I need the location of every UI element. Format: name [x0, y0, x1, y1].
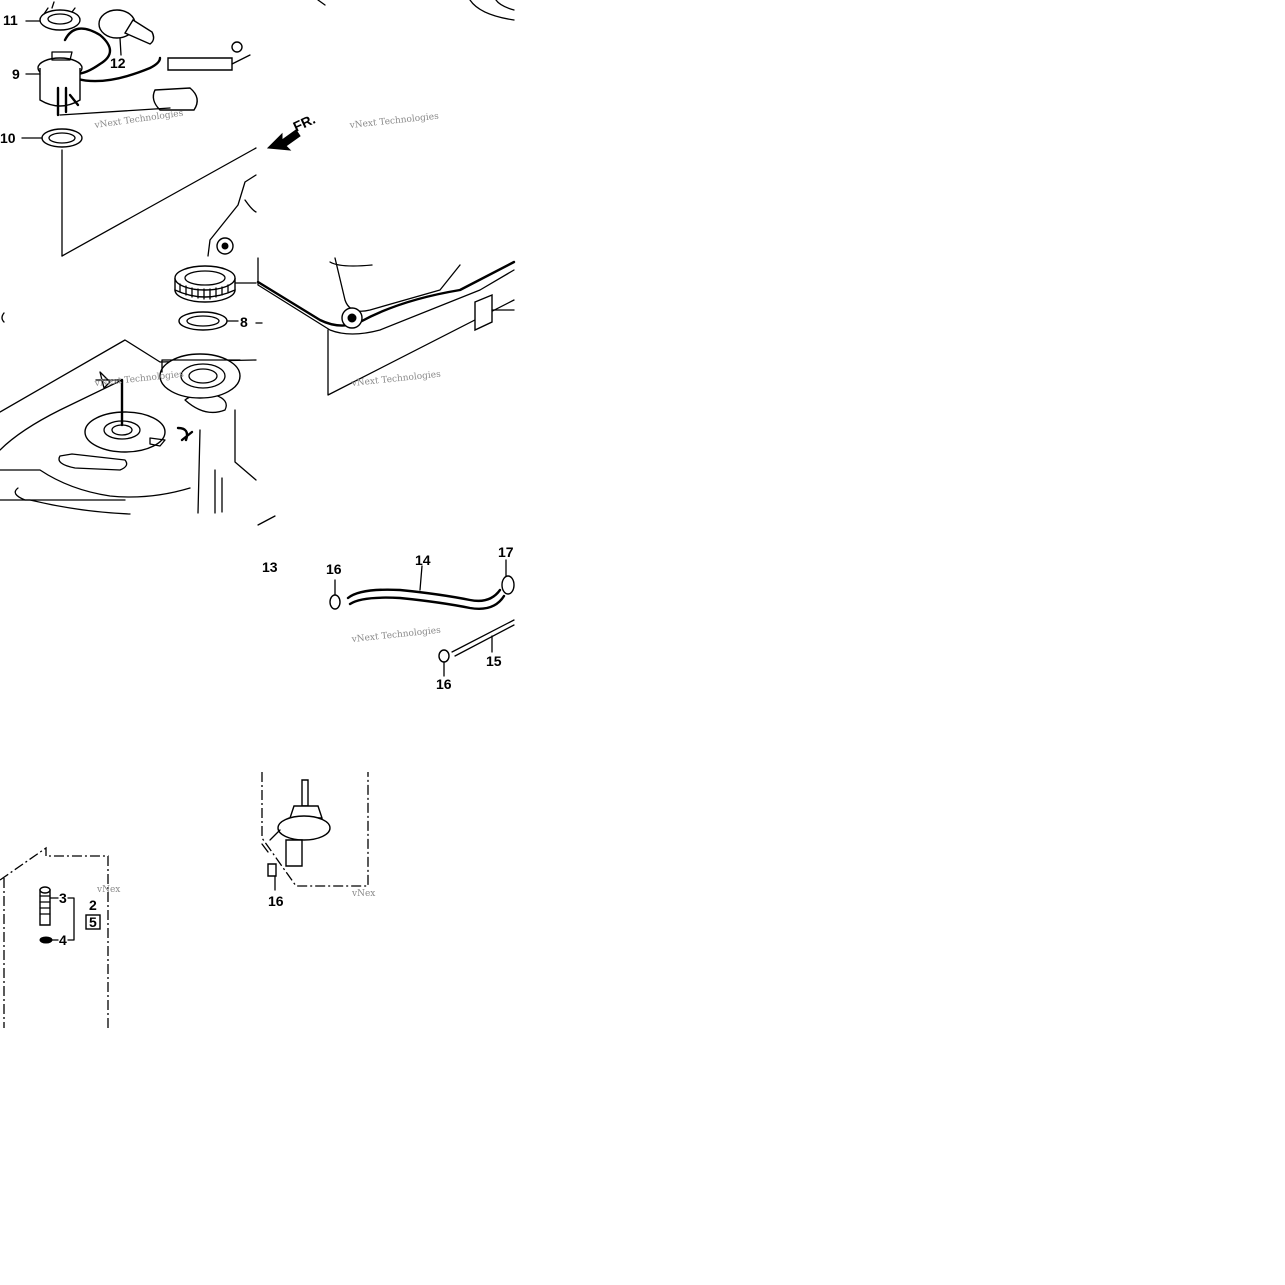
callout-3: 3: [59, 890, 67, 906]
callout-16-upper: 16: [326, 561, 342, 577]
watermark-7: vNex: [351, 889, 375, 899]
callout-8: 8: [240, 314, 248, 330]
callout-9: 9: [12, 66, 20, 82]
watermark-2: vNext Technologies: [348, 112, 439, 131]
callout-labels: 11 12 9 10 8 13 14 16 17 15 16 3 2 5 4 1…: [0, 12, 514, 948]
fuel-pump-assembly: [21, 1, 257, 257]
fuel-pump-part-9: [25, 51, 83, 117]
fuel-cap-part-8: [174, 265, 263, 331]
retaining-ring-part-11: [25, 1, 81, 31]
front-marker-label: FR.: [291, 111, 318, 135]
callout-16-cock: 16: [268, 893, 284, 909]
cap-part-12: [98, 9, 155, 56]
hose-part-14: [346, 565, 506, 610]
washer-part-4: [39, 936, 59, 944]
watermarks: vNext Technologies vNext Technologies vN…: [93, 109, 442, 899]
callout-15: 15: [486, 653, 502, 669]
clamp-part-16-cock: [267, 863, 277, 891]
clamp-part-16-lower: [438, 649, 450, 677]
tank-top-edge: [317, 0, 515, 21]
kit-box-part-5: [85, 914, 101, 930]
callout-13: 13: [262, 559, 278, 575]
wire-connector: [152, 41, 251, 111]
watermark-4: vNext Technologies: [350, 370, 441, 389]
gasket-part-10: [21, 128, 83, 148]
callout-5: 5: [89, 914, 97, 930]
callout-12: 12: [110, 55, 126, 71]
fuel-cock: [261, 779, 331, 867]
tank-cover-panel: [256, 257, 516, 396]
watermark-6: vNex: [96, 885, 120, 895]
drain-bolt-panel: [0, 846, 109, 1028]
breather-tube-part-15: [451, 619, 515, 657]
callout-16-lower: 16: [436, 676, 452, 692]
callout-11: 11: [3, 12, 18, 28]
callout-2: 2: [89, 897, 97, 913]
front-direction-arrow: FR.: [266, 111, 318, 151]
hose-assembly: [329, 559, 515, 677]
clamp-part-16-upper: [329, 579, 341, 610]
callout-17: 17: [498, 544, 514, 560]
clamp-part-17: [501, 559, 515, 595]
drain-bolt-part-3: [39, 886, 59, 926]
fuel-cock-panel: [261, 772, 369, 891]
fuel-tank-body: [0, 174, 263, 515]
callout-14: 14: [415, 552, 431, 568]
callout-10: 10: [0, 130, 16, 146]
callout-4: 4: [59, 932, 67, 948]
watermark-5: vNext Technologies: [350, 626, 441, 645]
